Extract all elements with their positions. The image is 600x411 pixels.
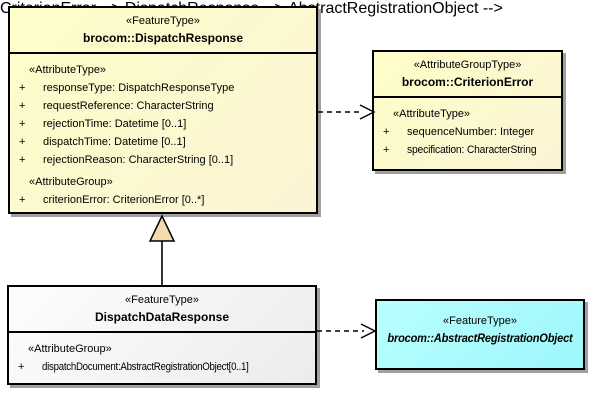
class-name: brocom::DispatchResponse xyxy=(82,31,244,45)
class-attribute-compartment: «AttributeType» + responseType: Dispatch… xyxy=(10,54,316,209)
class-box-dispatch-data-response[interactable]: «FeatureType» DispatchDataResponse «Attr… xyxy=(7,285,317,385)
visibility-plus: + xyxy=(19,82,26,94)
attribute-text: responseType: DispatchResponseType xyxy=(43,82,235,94)
visibility-plus: + xyxy=(383,126,390,138)
class-box-criterion-error[interactable]: «AttributeGroupType» brocom::CriterionEr… xyxy=(372,50,563,171)
class-name: brocom::CriterionError xyxy=(401,75,534,89)
open-arrowhead-icon xyxy=(359,104,376,120)
section-heading: «AttributeGroup» xyxy=(29,176,113,188)
attribute-row: + dispatchDocument:AbstractRegistrationO… xyxy=(16,358,311,376)
attribute-row: + sequenceNumber: Integer xyxy=(381,123,557,141)
class-attribute-compartment: «AttributeType» + sequenceNumber: Intege… xyxy=(374,98,561,159)
attribute-text: dispatchDocument:AbstractRegistrationObj… xyxy=(42,361,249,373)
class-stereotype: «AttributeGroupType» xyxy=(413,59,522,71)
class-name: brocom::AbstractRegistrationObject xyxy=(387,330,573,345)
class-header: «FeatureType» brocom::DispatchResponse xyxy=(10,8,316,54)
class-attribute-compartment: «AttributeGroup» + dispatchDocument:Abst… xyxy=(9,333,315,376)
open-arrowhead-icon xyxy=(360,323,377,339)
visibility-plus: + xyxy=(19,154,26,166)
visibility-plus: + xyxy=(18,361,25,373)
attribute-text: dispatchTime: Datetime [0..1] xyxy=(43,136,186,148)
attribute-text: rejectionTime: Datetime [0..1] xyxy=(43,118,187,130)
attribute-row: + dispatchTime: Datetime [0..1] xyxy=(17,133,312,151)
attribute-text: requestReference: CharacterString xyxy=(43,100,214,112)
visibility-plus: + xyxy=(19,100,26,112)
class-header: «AttributeGroupType» brocom::CriterionEr… xyxy=(374,52,561,98)
attribute-row: + specification: CharacterString xyxy=(381,141,557,159)
dependency-connector-dispatchdataresponse-abstractregistrationobject[interactable] xyxy=(315,319,377,343)
attribute-row: + requestReference: CharacterString xyxy=(17,97,312,115)
generalization-connector-dispatchdataresponse-dispatchresponse[interactable] xyxy=(144,214,180,288)
attribute-row: + responseType: DispatchResponseType xyxy=(17,79,312,97)
attribute-text: specification: CharacterString xyxy=(407,144,537,156)
visibility-plus: + xyxy=(19,194,26,206)
section-heading: «AttributeType» xyxy=(29,64,107,76)
attribute-row: + rejectionReason: CharacterString [0..1… xyxy=(17,151,312,169)
attribute-row: + rejectionTime: Datetime [0..1] xyxy=(17,115,312,133)
class-name: DispatchDataResponse xyxy=(94,310,230,324)
attribute-text: criterionError: CriterionError [0..*] xyxy=(43,194,205,206)
class-stereotype: «FeatureType» xyxy=(125,294,199,306)
attribute-text: sequenceNumber: Integer xyxy=(407,126,535,138)
visibility-plus: + xyxy=(19,118,26,130)
class-header: «FeatureType» DispatchDataResponse xyxy=(9,287,315,333)
section-heading: «AttributeType» xyxy=(393,108,471,120)
visibility-plus: + xyxy=(19,136,26,148)
class-stereotype: «FeatureType» xyxy=(443,314,517,327)
hollow-triangle-icon xyxy=(148,214,176,242)
attribute-text: rejectionReason: CharacterString [0..1] xyxy=(43,154,234,166)
attribute-row: + criterionError: CriterionError [0..*] xyxy=(17,191,312,209)
section-heading: «AttributeGroup» xyxy=(28,343,112,355)
class-box-dispatch-response[interactable]: «FeatureType» brocom::DispatchResponse «… xyxy=(8,6,318,214)
class-box-abstract-registration-object[interactable]: «FeatureType» brocom::AbstractRegistrati… xyxy=(375,299,585,370)
class-stereotype: «FeatureType» xyxy=(126,15,200,27)
visibility-plus: + xyxy=(383,144,390,156)
dependency-connector-dispatchresponse-criterionerror[interactable] xyxy=(316,100,376,124)
